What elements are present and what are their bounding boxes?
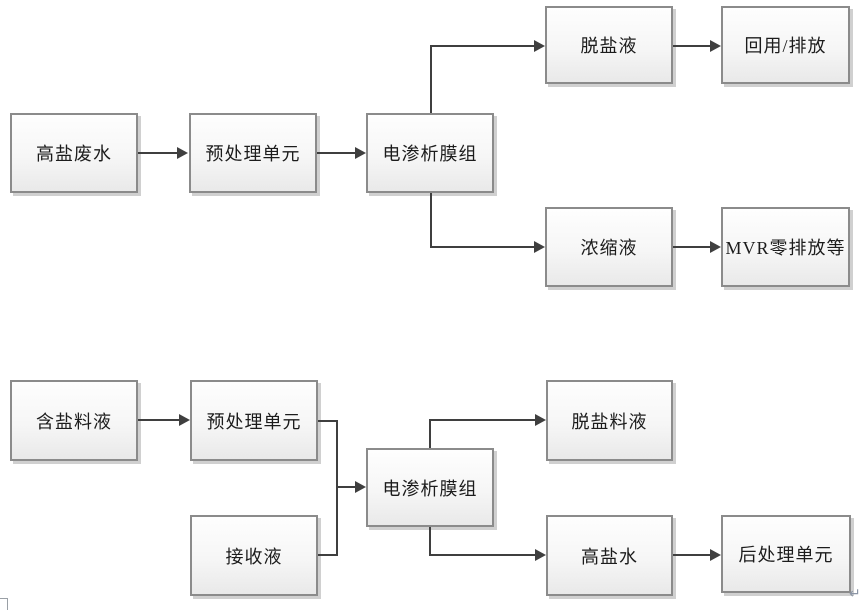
- edge-highsaltwater-posttreatment-arrowhead-icon: [710, 549, 721, 561]
- edge-pretreatment-junction-vline: [336, 420, 338, 488]
- edge-junction-edmodule-arrowhead-icon: [355, 481, 366, 493]
- node-label: MVR零排放等: [725, 238, 846, 258]
- node-label: 高盐废水: [36, 144, 112, 164]
- node-receiving-liquid: 接收液: [190, 515, 318, 596]
- node-label: 回用/排放: [744, 36, 827, 56]
- node-pretreatment-unit-bottom: 预处理单元: [190, 380, 318, 461]
- node-electrodialysis-module-top: 电渗析膜组: [366, 113, 494, 193]
- edge-receiving-junction-hline: [318, 554, 338, 556]
- node-label: 预处理单元: [205, 144, 301, 164]
- node-label: 含盐料液: [36, 411, 112, 432]
- canvas-corner-mark: [0, 598, 8, 610]
- node-post-treatment-unit: 后处理单元: [721, 515, 851, 593]
- edge-edmodule2-desaltedfeed-arrowhead-icon: [535, 414, 546, 426]
- node-label: 电渗析膜组: [382, 144, 478, 164]
- edge-edmodule-desalted-vline: [430, 45, 432, 113]
- node-label: 预处理单元: [206, 411, 302, 432]
- edge-edmodule2-highsaltwater-arrowhead-icon: [535, 549, 546, 561]
- edge-edmodule-desalted-arrowhead-icon: [534, 40, 545, 52]
- node-electrodialysis-module-bottom: 电渗析膜组: [366, 448, 494, 527]
- edge-desalted-reuse-arrowhead-icon: [710, 40, 721, 52]
- edge-desalted-reuse-line: [673, 45, 711, 47]
- node-high-salt-water: 高盐水: [546, 515, 673, 596]
- edge-edmodule-concentrate-vline: [430, 193, 432, 248]
- edge-edmodule2-desaltedfeed-vline: [429, 420, 431, 448]
- edge-edmodule-desalted-hline: [430, 45, 535, 47]
- edge-saltfeed-pretreatment-line: [138, 419, 180, 421]
- edge-junction-edmodule-line: [336, 486, 355, 488]
- node-high-salt-wastewater: 高盐废水: [10, 113, 138, 193]
- edge-edmodule2-highsaltwater-hline: [429, 554, 535, 556]
- edge-saltfeed-pretreatment-arrowhead-icon: [179, 414, 190, 426]
- node-pretreatment-unit-top: 预处理单元: [189, 113, 317, 193]
- edge-concentrate-mvr-line: [673, 246, 711, 248]
- node-label: 脱盐液: [580, 36, 638, 56]
- paragraph-mark-icon: ↵: [849, 586, 861, 602]
- edge-edmodule-concentrate-arrowhead-icon: [534, 241, 545, 253]
- node-label: 后处理单元: [738, 545, 834, 565]
- node-label: 高盐水: [581, 546, 638, 567]
- node-desalted-liquid: 脱盐液: [545, 6, 673, 84]
- edge-feed-pretreatment-arrowhead-icon: [177, 147, 188, 159]
- node-label: 电渗析膜组: [382, 478, 478, 499]
- edge-edmodule2-desaltedfeed-hline: [429, 419, 535, 421]
- node-label: 脱盐料液: [571, 411, 648, 432]
- node-mvr-zero-discharge: MVR零排放等: [721, 207, 850, 287]
- edge-edmodule2-highsaltwater-vline: [429, 527, 431, 556]
- edge-pretreatment-edmodule-arrowhead-icon: [355, 147, 366, 159]
- edge-pretreatment-edmodule-line: [317, 152, 356, 154]
- edge-concentrate-mvr-arrowhead-icon: [710, 241, 721, 253]
- node-reuse-discharge: 回用/排放: [721, 6, 850, 84]
- edge-feed-pretreatment-line: [138, 152, 178, 154]
- node-desalted-feed-liquid: 脱盐料液: [546, 380, 673, 461]
- node-label: 接收液: [225, 546, 283, 567]
- node-label: 浓缩液: [580, 238, 638, 258]
- edge-edmodule-concentrate-hline: [430, 246, 535, 248]
- node-concentrated-liquid: 浓缩液: [545, 207, 673, 287]
- node-salt-containing-feed: 含盐料液: [10, 380, 138, 461]
- edge-pretreatment-junction-hline: [318, 420, 338, 422]
- edge-receiving-junction-vline: [336, 488, 338, 556]
- edge-highsaltwater-posttreatment-line: [673, 554, 711, 556]
